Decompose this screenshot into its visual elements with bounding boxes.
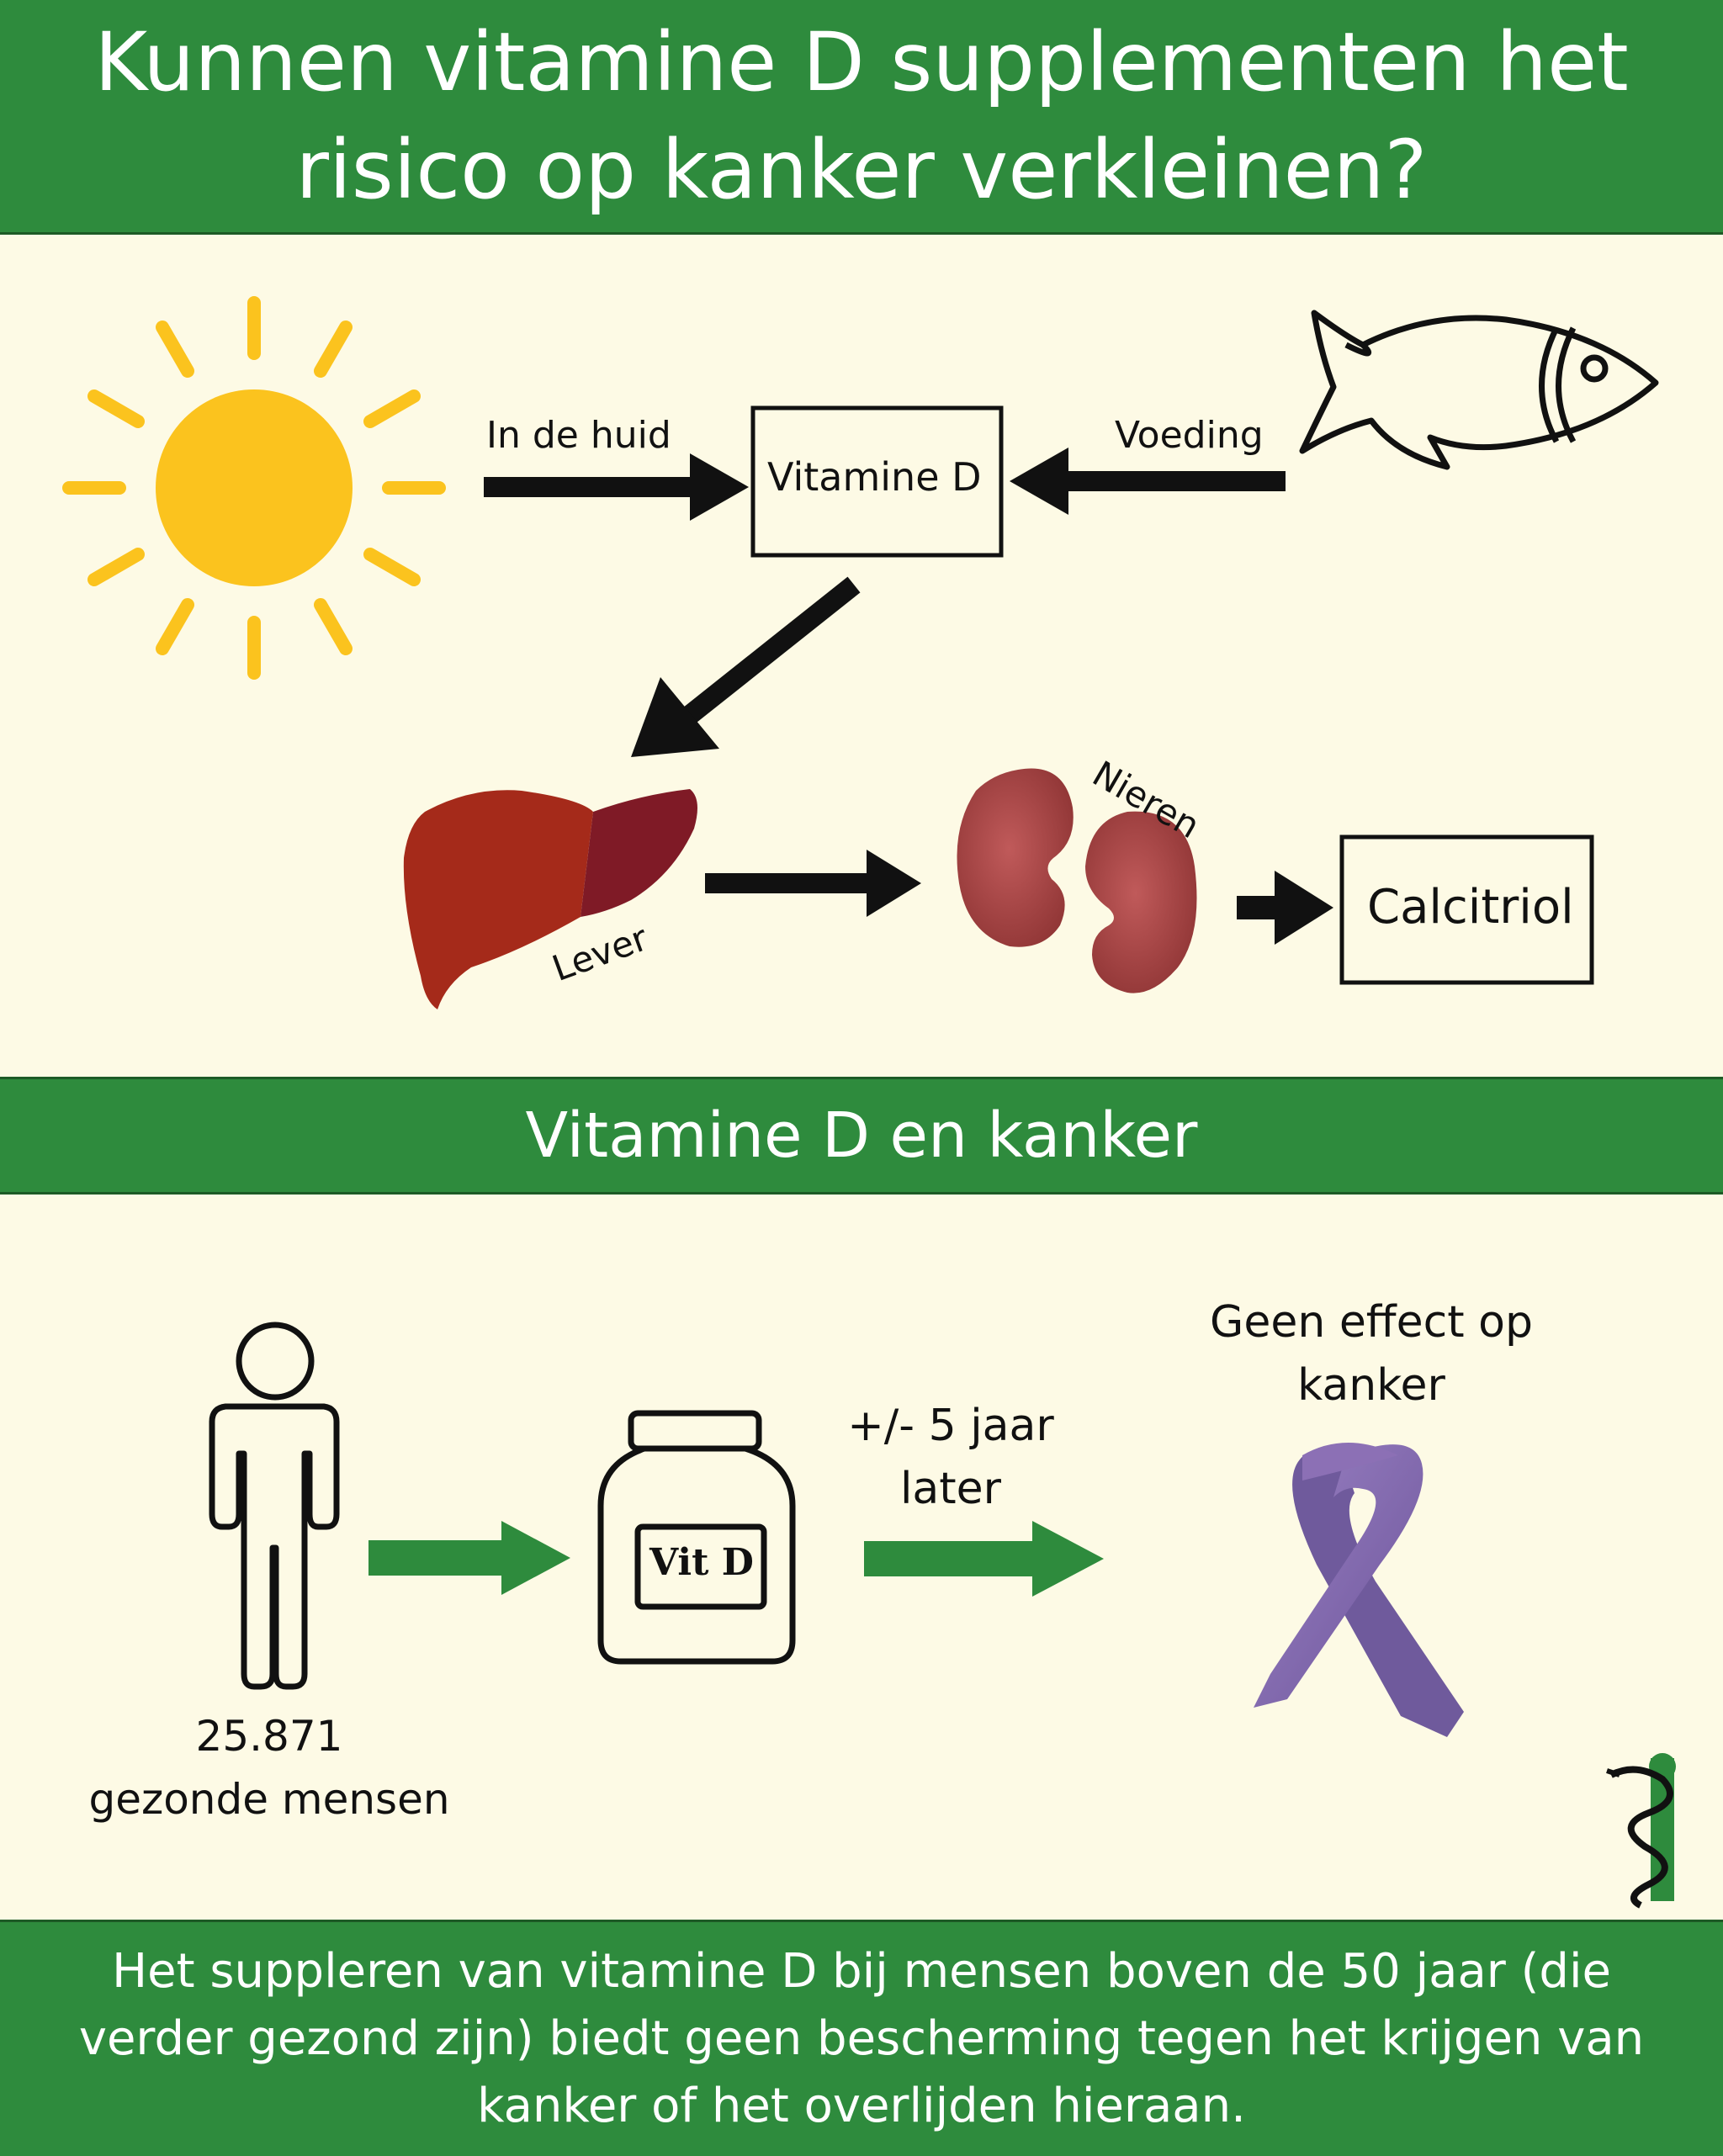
arrow-skin-to-vitamin [484, 453, 749, 521]
conclusion-text: Het suppleren van vitamine D bij mensen … [78, 1944, 1645, 2133]
arrow-supplement-to-outcome [864, 1521, 1104, 1597]
arrow-food-to-vitamin [1010, 448, 1286, 515]
arrow-kidneys-to-calcitriol [1237, 871, 1333, 945]
page-title: Kunnen vitamine D supplementen het risic… [94, 15, 1629, 217]
section-title: Vitamine D en kanker [525, 1099, 1198, 1172]
fish-icon [1299, 310, 1659, 470]
logo-icon [1606, 1753, 1676, 1909]
effect-line1: Geen effect op [1210, 1297, 1533, 1348]
food-label: Voeding [1115, 414, 1264, 457]
bottle-label: Vit D [649, 1541, 754, 1584]
section-banner: Vitamine D en kanker [0, 1077, 1723, 1195]
person-icon [209, 1322, 340, 1690]
arrow-vitamin-to-liver [631, 576, 861, 757]
arrow-person-to-supplement [368, 1521, 570, 1595]
pill-bottle-icon [597, 1410, 796, 1665]
sun-icon [62, 296, 446, 680]
calcitriol-box-label: Calcitriol [1367, 880, 1574, 935]
effect-line2: kanker [1297, 1360, 1445, 1411]
kidneys-icon [957, 768, 1197, 993]
participant-count: 25.871 [195, 1712, 343, 1761]
cancer-ribbon-icon [1254, 1443, 1464, 1737]
vitamin-d-box-label: Vitamine D [767, 454, 982, 500]
duration-line1: +/- 5 jaar [847, 1401, 1054, 1451]
arrow-liver-to-kidneys [705, 850, 921, 917]
liver-icon [403, 789, 697, 1009]
duration-line2: later [899, 1464, 1002, 1514]
participant-description: gezonde mensen [88, 1775, 450, 1824]
footer-banner: Het suppleren van vitamine D bij mensen … [0, 1920, 1723, 2156]
skin-label: In de huid [486, 414, 671, 457]
calcitriol-box [1339, 834, 1594, 985]
vitamin-d-box [750, 405, 1004, 558]
header-banner: Kunnen vitamine D supplementen het risic… [0, 0, 1723, 235]
